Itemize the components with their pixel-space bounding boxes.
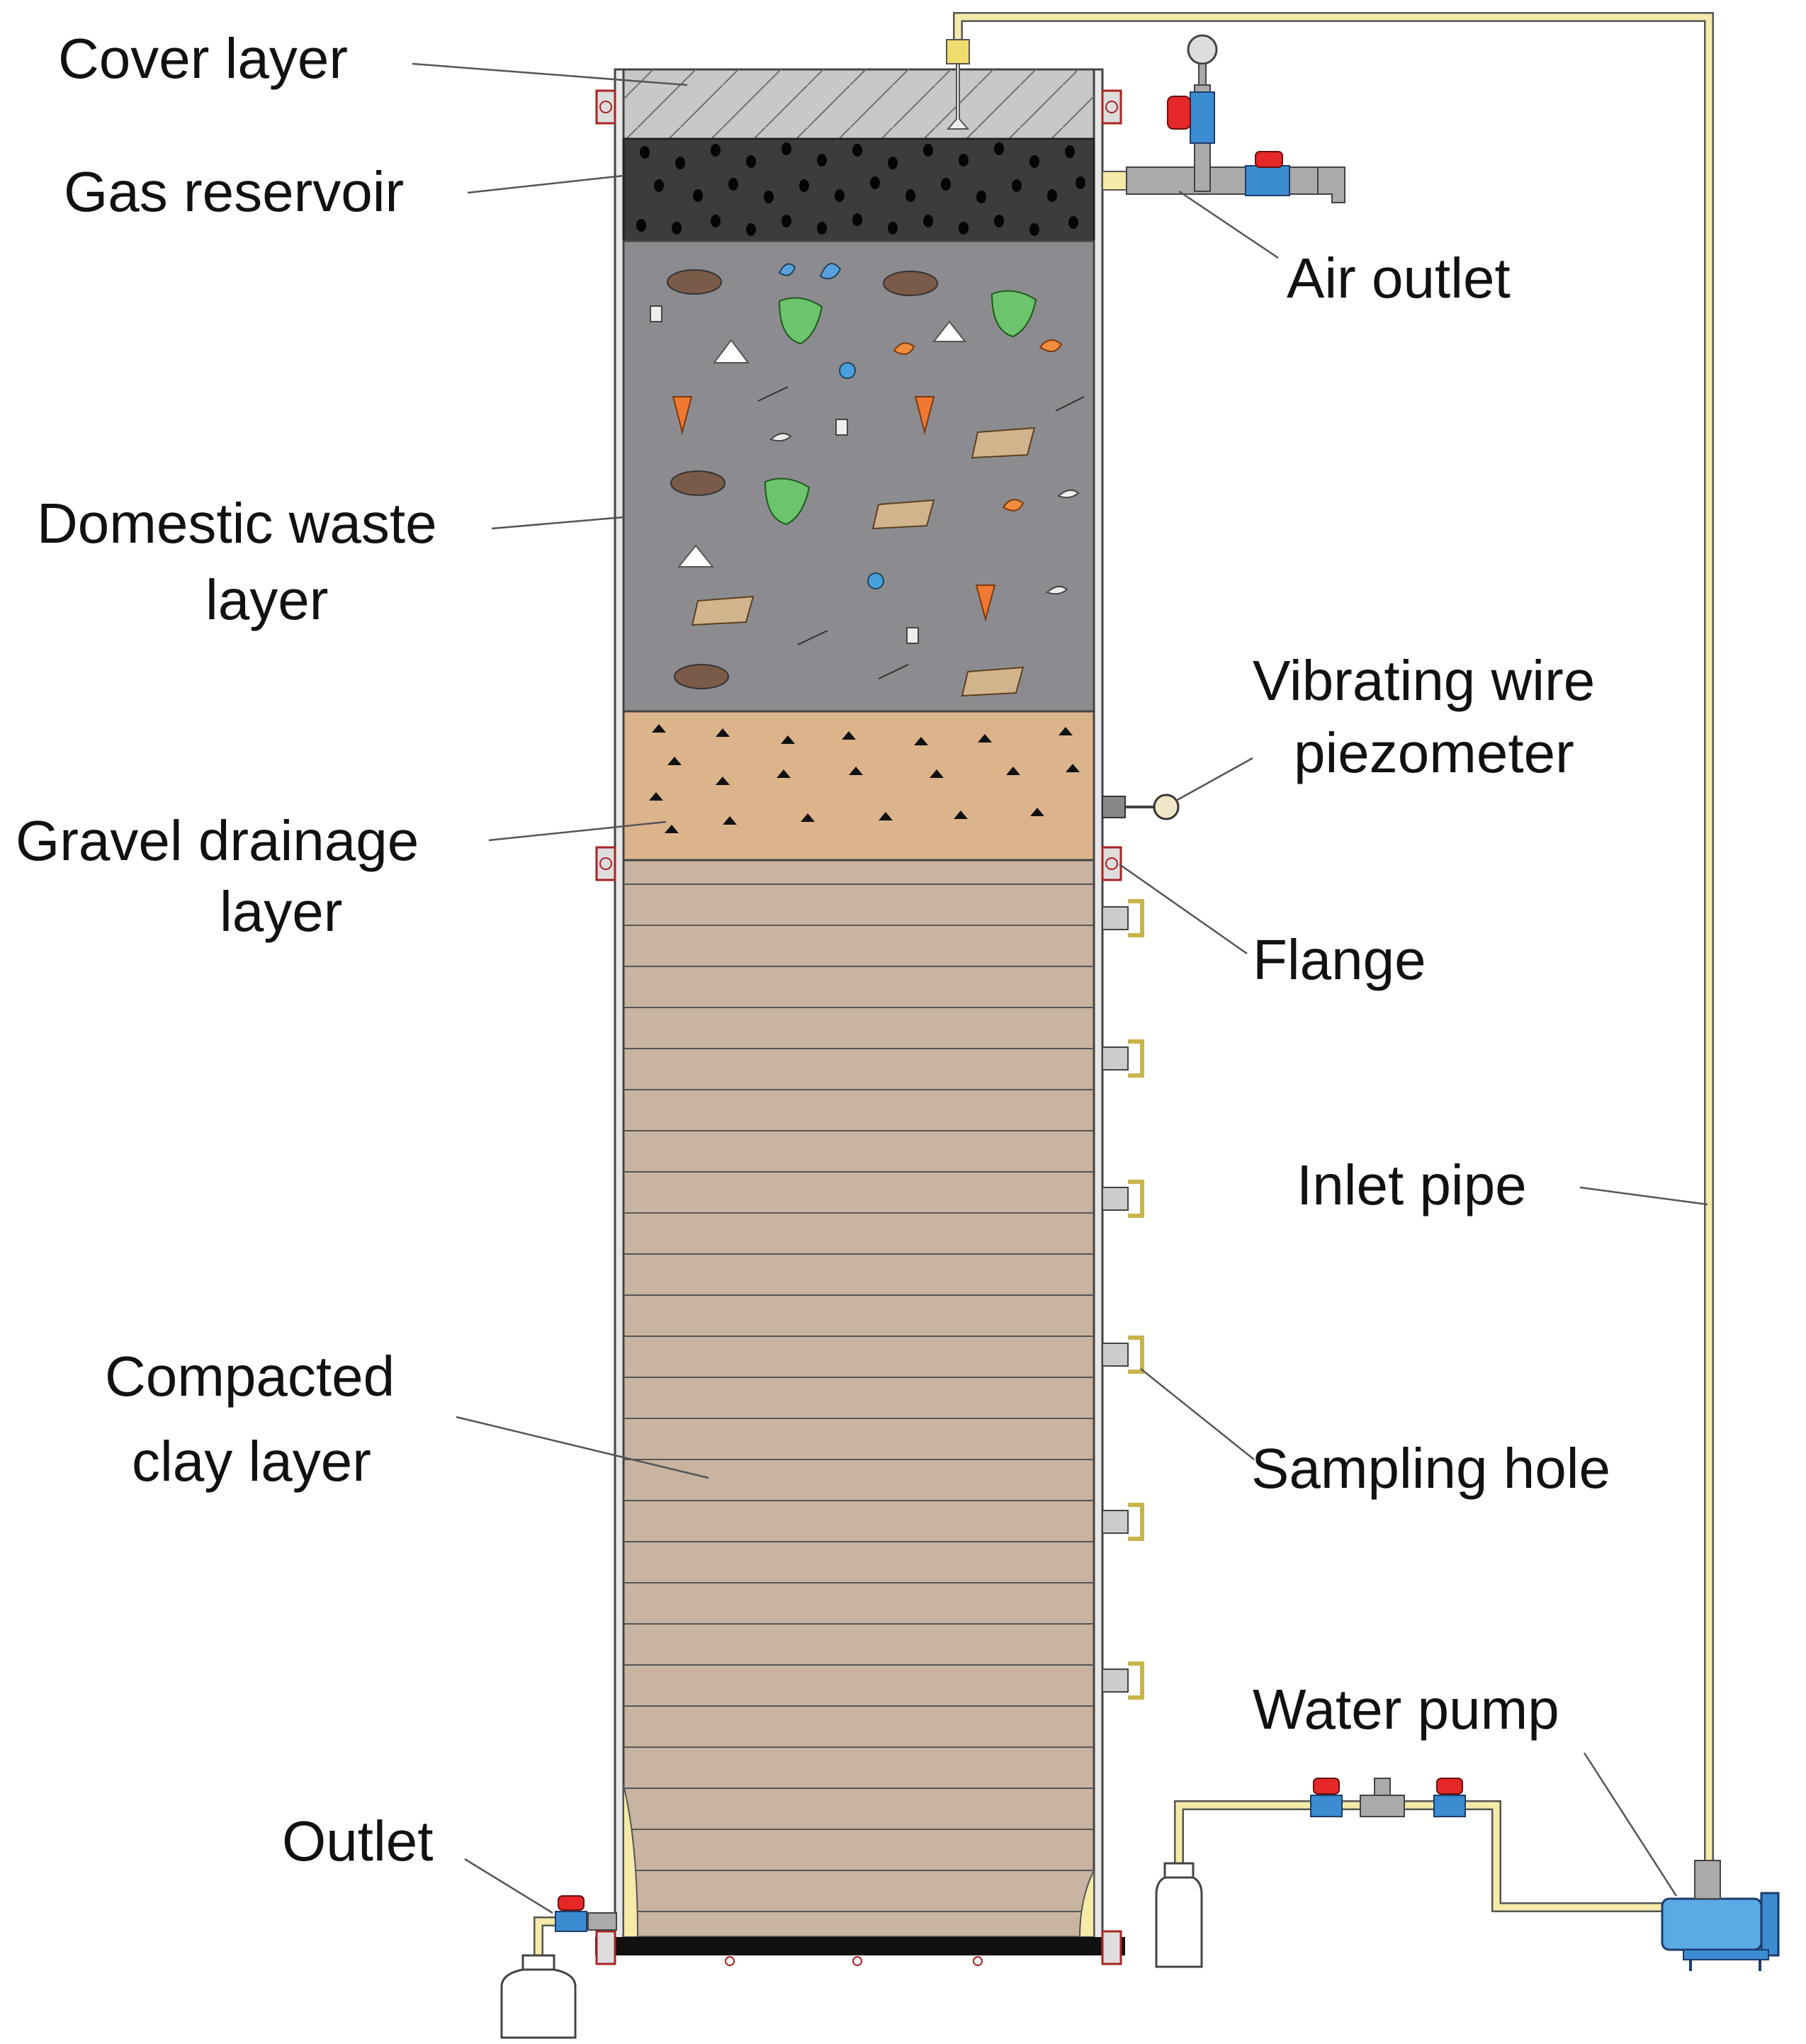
cover-hatch [623,69,1094,139]
sampling-hole [1102,1661,1144,1700]
bentonite-seal-left [623,1785,639,1938]
waste-item [883,271,938,296]
leader-lines [412,62,1708,1914]
pump-valve-left [1310,1778,1343,1817]
label-flange: Flange [1253,928,1426,991]
label-compacted-clay-line1: Compacted [105,1345,395,1408]
waste-item [650,305,1080,644]
clay-lifts [623,883,1094,1912]
sampling-hole [1102,899,1144,937]
flange-bottom-left [595,1930,616,1965]
sampling-hole [1102,1180,1144,1218]
waste-items [650,263,1085,697]
flange-mid-right [1101,846,1122,881]
waste-item [677,320,967,568]
air-outlet-assembly [1102,34,1345,203]
column [595,68,1125,1955]
bentonite-seal-right [1078,1870,1095,1938]
sampling-hole [1102,1336,1144,1374]
waste-item [819,263,842,280]
label-gas-reservoir: Gas reservoir [64,160,404,223]
column-base-plate [595,1937,1125,1955]
gravel-stones [649,724,1080,833]
waste-item [757,386,1085,679]
label-piezometer-line1: Vibrating wire [1253,649,1595,712]
label-cover-layer: Cover layer [58,27,348,90]
column-wall-left [614,68,625,1941]
compacted-clay-layer [622,859,1095,1938]
column-wall-right [1093,68,1104,1941]
flanges [595,89,1122,1966]
waste-item [674,664,729,689]
label-domestic-waste-line2: layer [205,568,328,631]
waste-item [778,263,796,276]
label-sampling-hole: Sampling hole [1251,1437,1610,1500]
label-outlet: Outlet [282,1809,433,1873]
vibrating-wire-piezometer [1102,794,1180,820]
waste-item [839,362,884,589]
label-piezometer-line2: piezometer [1294,721,1574,784]
waste-item [764,290,1037,526]
water-pump [1661,1860,1780,1971]
gravel-drainage-layer [622,710,1095,862]
label-air-outlet: Air outlet [1287,247,1511,310]
waste-item [893,339,1063,512]
flange-top-right [1101,89,1122,125]
flange-mid-left [595,846,616,881]
pump-water-bottle [1155,1862,1203,1968]
label-gravel-drainage-line1: Gravel drainage [16,809,419,872]
label-compacted-clay-line2: clay layer [132,1430,371,1493]
flange-bottom-right [1101,1930,1122,1965]
label-water-pump: Water pump [1253,1678,1559,1741]
label-domestic-waste-line1: Domestic waste [37,492,437,555]
flange-top-left [595,89,616,125]
sampling-hole [1102,1039,1144,1078]
sampling-hole [1102,1503,1144,1541]
waste-item [670,470,726,496]
waste-item [667,269,722,295]
pump-valve-right [1433,1778,1466,1817]
label-inlet-pipe: Inlet pipe [1297,1153,1527,1216]
gas-bubbles [636,142,1085,236]
sampling-holes [1102,899,1144,1700]
pump-piping [1174,1800,1666,1912]
bottom-outlet [500,1895,617,2039]
waste-item [691,427,1036,697]
label-gravel-drainage-line2: layer [220,880,342,943]
labels: Cover layer Gas reservoir Domestic waste… [16,27,1610,1873]
inlet-pipe [946,12,1714,1870]
pump-tee-fitting [1360,1778,1405,1817]
waste-item [672,396,996,622]
